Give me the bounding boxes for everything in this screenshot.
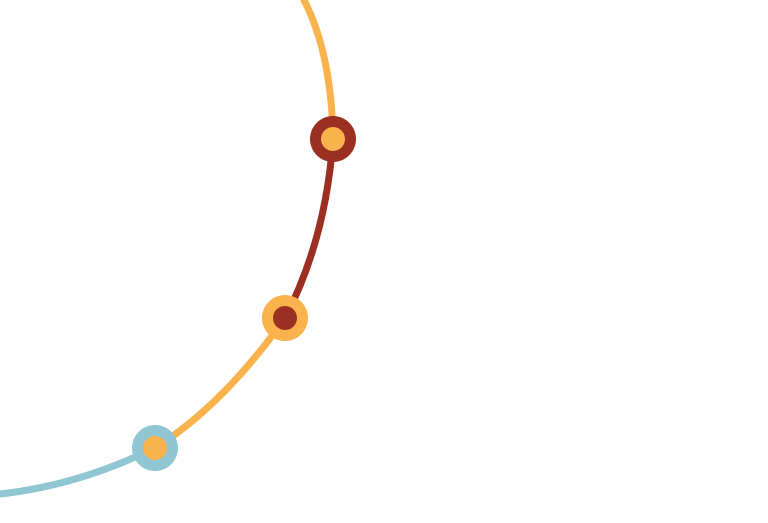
timeline-node-1 xyxy=(132,425,178,471)
node-dot-rust xyxy=(273,306,297,330)
timeline-node-2 xyxy=(262,295,308,341)
arc-segment-teal xyxy=(0,444,159,498)
node-dot-orange xyxy=(143,436,167,460)
timeline-node-3 xyxy=(310,116,356,162)
arc-segment-orange-lower xyxy=(151,314,289,452)
arc-segment-rust xyxy=(281,135,337,322)
node-dot-orange xyxy=(321,127,345,151)
